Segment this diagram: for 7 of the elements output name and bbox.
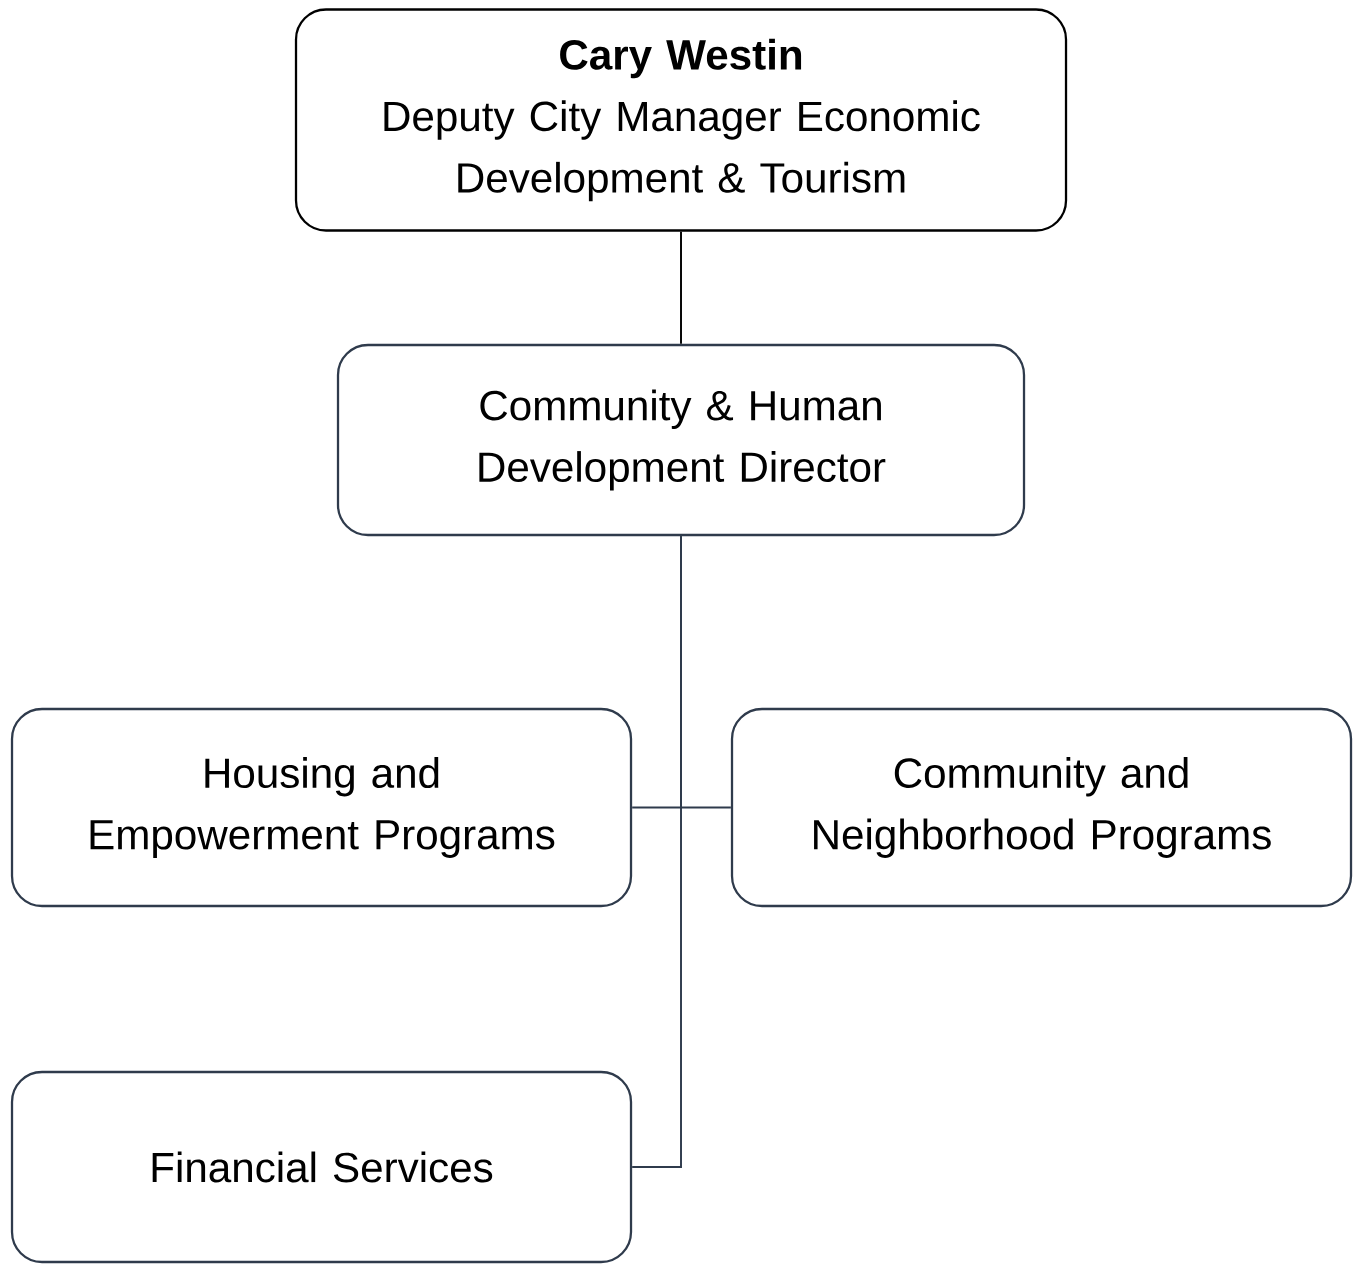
connector-line bbox=[631, 535, 682, 1168]
org-box: Community & Human Development Director bbox=[336, 343, 1026, 537]
connector-line bbox=[680, 230, 682, 345]
org-box: Community and Neighborhood Programs bbox=[730, 707, 1353, 908]
org-box: Cary Westin Deputy City Manager Economic Development & Tourism bbox=[294, 8, 1068, 232]
org-box: Financial Services bbox=[10, 1070, 633, 1264]
org-box: Housing and Empowerment Programs bbox=[10, 707, 633, 908]
